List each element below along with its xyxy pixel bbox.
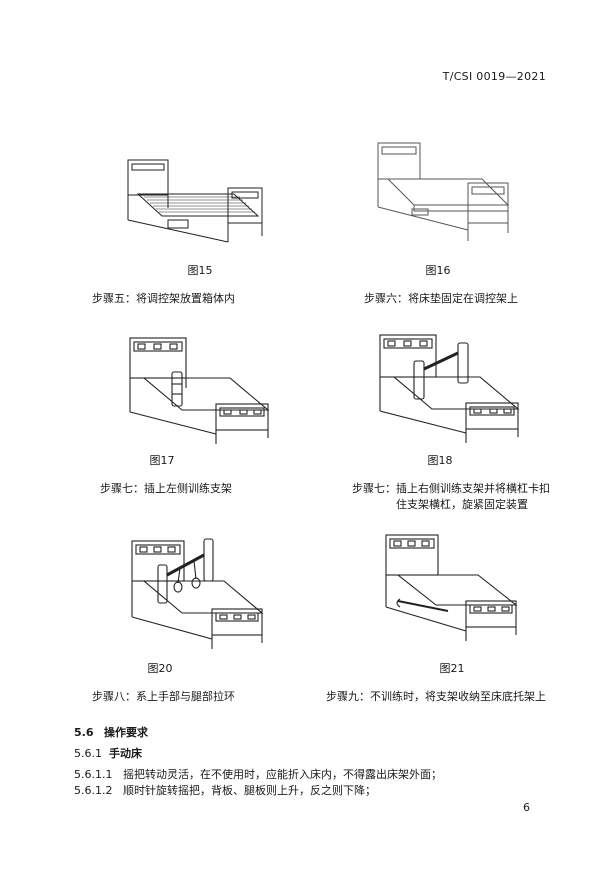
figure-21-image — [378, 525, 528, 645]
section-5-6-title: 操作要求 — [104, 726, 148, 739]
clause-5-6-1-2-text: 顺时针旋转摇把，背板、腿板则上升，反之则下降； — [122, 784, 376, 797]
document-code: T/CSI 0019—2021 — [442, 70, 546, 83]
figure-21-caption: 步骤九：不训练时，将支架收纳至床底托架上 — [326, 690, 546, 703]
figure-16-image — [370, 135, 520, 245]
figure-20-image — [124, 525, 274, 653]
figure-17-image — [120, 330, 280, 448]
figure-20-caption: 步骤八：系上手部与腿部拉环 — [92, 690, 235, 703]
figure-21-label: 图21 — [439, 662, 465, 675]
figure-18-caption: 步骤七：插上右侧训练支架并将横杠卡扣 — [352, 482, 550, 495]
figure-18-label: 图18 — [427, 454, 453, 467]
figure-20-label: 图20 — [147, 662, 173, 675]
clause-5-6-1-2: 5.6.1.2 顺时针旋转摇把，背板、腿板则上升，反之则下降； — [74, 782, 376, 798]
figure-18-image — [370, 325, 530, 447]
figure-15-label: 图15 — [187, 264, 213, 277]
figure-15-caption: 步骤五：将调控架放置箱体内 — [92, 292, 235, 305]
section-5-6-1-number: 5.6.1 — [74, 747, 102, 760]
figure-16-label: 图16 — [425, 264, 451, 277]
section-5-6-heading: 5.6 操作要求 — [74, 724, 148, 740]
figure-16-caption: 步骤六：将床垫固定在调控架上 — [364, 292, 518, 305]
clause-5-6-1-1-text: 摇把转动灵活，在不使用时，应能折入床内，不得露出床架外面； — [122, 768, 442, 781]
clause-5-6-1-1: 5.6.1.1 摇把转动灵活，在不使用时，应能折入床内，不得露出床架外面； — [74, 766, 442, 782]
figure-15-image — [122, 150, 272, 250]
figure-17-label: 图17 — [149, 454, 175, 467]
section-5-6-1-heading: 5.6.1 手动床 — [74, 745, 142, 761]
figure-18-caption-line2: 住支架横杠，旋紧固定装置 — [396, 498, 528, 511]
clause-5-6-1-1-number: 5.6.1.1 — [74, 768, 113, 781]
clause-5-6-1-2-number: 5.6.1.2 — [74, 784, 113, 797]
figure-17-caption: 步骤七：插上左侧训练支架 — [100, 482, 232, 495]
section-5-6-number: 5.6 — [74, 726, 94, 739]
section-5-6-1-title: 手动床 — [109, 747, 142, 760]
page-number: 6 — [523, 801, 530, 814]
